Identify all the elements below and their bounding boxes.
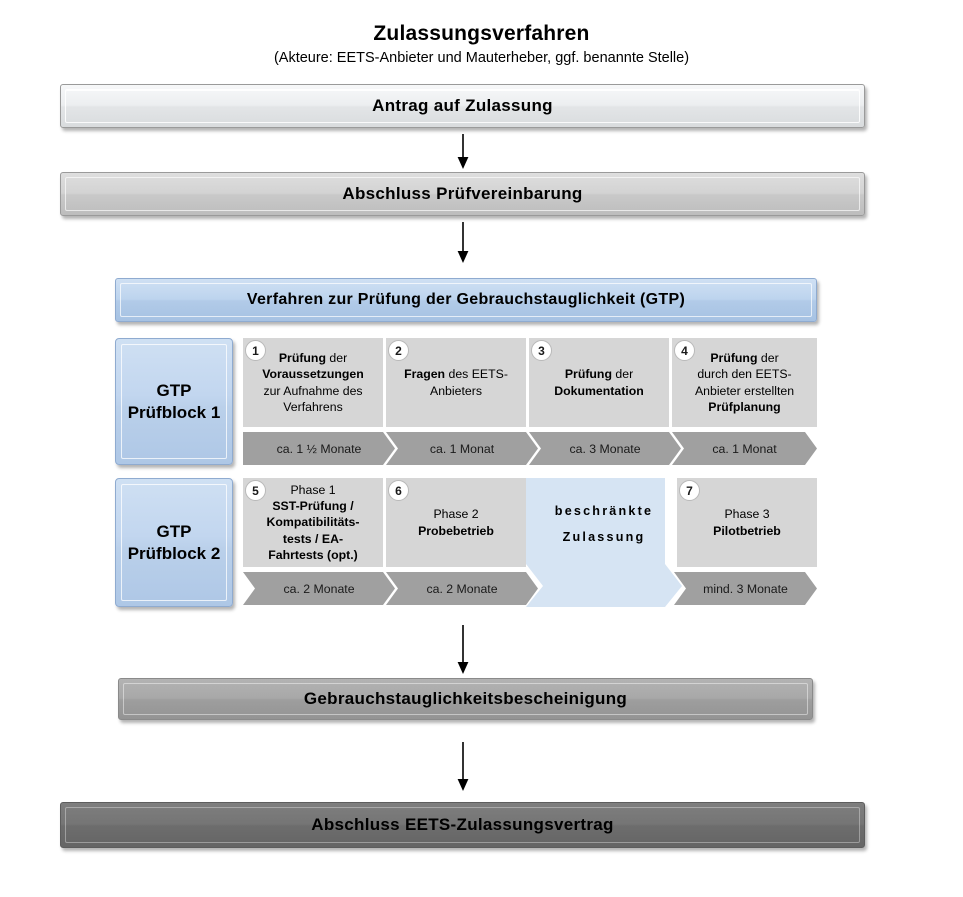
step-name: Probebetrieb (418, 523, 494, 538)
block-label-line1: GTP (156, 521, 192, 541)
beschraenkte-zulassung-line1: beschränkte (554, 504, 654, 518)
node-antrag-auf-zulassung[interactable]: Antrag auf Zulassung (60, 84, 865, 128)
duration-chevron-4: ca. 1 Monat (672, 432, 817, 465)
node-abschluss-eets-zulassungsvertrag[interactable]: Abschluss EETS-Zulassungsvertrag (60, 802, 865, 848)
block-label-line2: Prüfblock 2 (127, 543, 221, 563)
page-subtitle: (Akteure: EETS-Anbieter und Mauterheber,… (273, 50, 690, 67)
duration-chevron-5: ca. 2 Monate (243, 572, 395, 605)
step-phase: Phase 2 (433, 507, 479, 522)
node-label: Abschluss Prüfvereinbarung (342, 184, 583, 203)
duration-chevron-3: ca. 3 Monate (529, 432, 681, 465)
step-cell-2[interactable]: Fragen des EETS-Anbieters (386, 338, 526, 427)
block-label-text: GTP Prüfblock 1 (128, 380, 221, 424)
step-badge-1: 1 (245, 340, 266, 361)
block-label-line1: GTP (156, 380, 192, 400)
down-arrow-icon-3 (451, 625, 475, 675)
page-title-block: Zulassungsverfahren (Akteure: EETS-Anbie… (0, 22, 963, 67)
beschraenkte-zulassung-line2: Zulassung (562, 530, 646, 545)
block-label-text: GTP Prüfblock 2 (128, 521, 221, 565)
step-text: Fragen des EETS-Anbieters (404, 367, 508, 398)
step-cell-5[interactable]: Phase 1 SST-Prüfung /Kompatibilitäts-tes… (243, 478, 383, 567)
step-cell-7[interactable]: Phase 3 Pilotbetrieb (677, 478, 817, 567)
beschraenkte-zulassung-text: beschränkte Zulassung (555, 498, 653, 551)
node-beschraenkte-zulassung[interactable]: beschränkte Zulassung (526, 478, 682, 607)
duration-label: ca. 1 ½ Monate (276, 441, 362, 456)
duration-label: mind. 3 Monate (703, 581, 788, 596)
duration-label: ca. 1 Monat (429, 441, 495, 456)
down-arrow-icon-4 (451, 742, 475, 792)
step-badge-4: 4 (674, 340, 695, 361)
block-label-line2: Prüfblock 1 (127, 402, 221, 422)
step-badge-3: 3 (531, 340, 552, 361)
step-text: Phase 2 Probebetrieb (393, 506, 519, 538)
node-gtp-header[interactable]: Verfahren zur Prüfung der Gebrauchstaugl… (115, 278, 817, 322)
step-name: Pilotbetrieb (713, 523, 781, 538)
step-badge-6: 6 (388, 480, 409, 501)
node-abschluss-pruefvereinbarung[interactable]: Abschluss Prüfvereinbarung (60, 172, 865, 216)
duration-chevron-1: ca. 1 ½ Monate (243, 432, 395, 465)
node-label: Abschluss EETS-Zulassungsvertrag (311, 815, 614, 834)
down-arrow-icon-2 (451, 222, 475, 264)
step-badge-5: 5 (245, 480, 266, 501)
step-badge-7: 7 (679, 480, 700, 501)
step-phase: Phase 3 (724, 507, 770, 522)
down-arrow-icon-1 (451, 134, 475, 170)
node-label: Verfahren zur Prüfung der Gebrauchstaugl… (246, 291, 686, 308)
step-badge-2: 2 (388, 340, 409, 361)
step-cell-6[interactable]: Phase 2 Probebetrieb (386, 478, 526, 567)
duration-label: ca. 2 Monate (283, 581, 355, 596)
block-label-gtp-pruefblock-2[interactable]: GTP Prüfblock 2 (115, 478, 233, 607)
page-title: Zulassungsverfahren (373, 22, 590, 45)
duration-chevron-6: ca. 2 Monate (386, 572, 538, 605)
node-gebrauchstauglichkeitsbescheinigung[interactable]: Gebrauchstauglichkeitsbescheinigung (118, 678, 813, 720)
step-phase: Phase 1 (290, 482, 336, 497)
block-label-gtp-pruefblock-1[interactable]: GTP Prüfblock 1 (115, 338, 233, 465)
step-text: Phase 1 SST-Prüfung /Kompatibilitäts-tes… (266, 482, 360, 562)
step-text: Phase 3 Pilotbetrieb (684, 506, 810, 538)
duration-chevron-2: ca. 1 Monat (386, 432, 538, 465)
node-label: Gebrauchstauglichkeitsbescheinigung (303, 689, 628, 708)
node-label: Antrag auf Zulassung (372, 96, 553, 115)
duration-chevron-7: mind. 3 Monate (674, 572, 817, 605)
duration-label: ca. 2 Monate (426, 581, 498, 596)
duration-label: ca. 3 Monate (569, 441, 641, 456)
duration-label: ca. 1 Monat (712, 441, 777, 456)
